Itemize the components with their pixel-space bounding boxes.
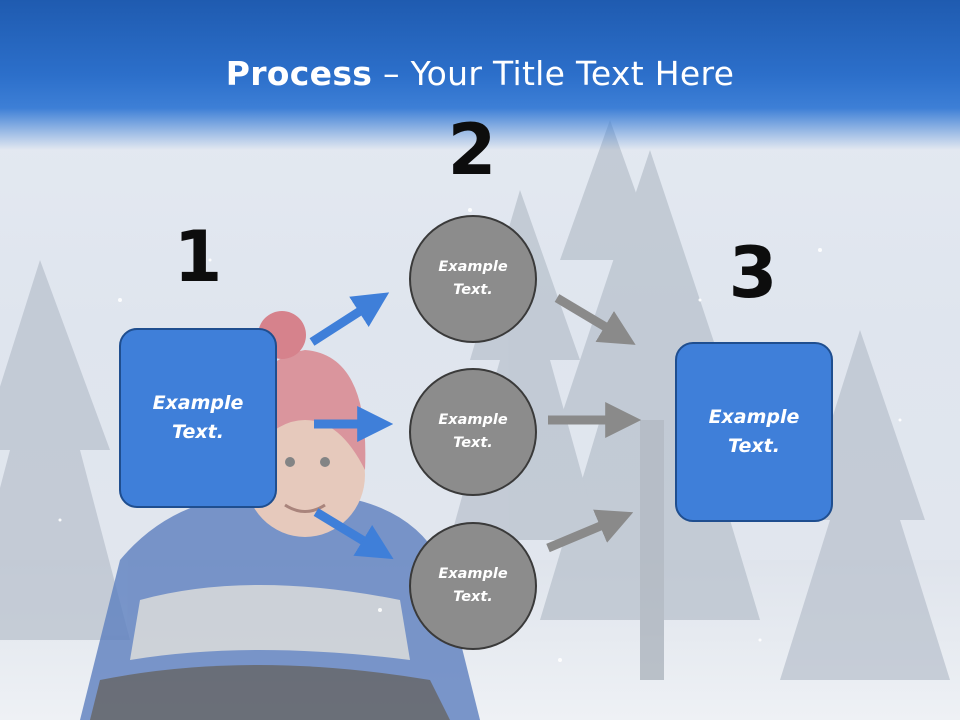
step-number-3: 3 — [728, 232, 778, 314]
step3-text: Example Text. — [708, 406, 800, 457]
step1-text: Example Text. — [152, 392, 244, 443]
slide-title-bold: Process — [225, 54, 373, 93]
step-number-1: 1 — [173, 216, 223, 298]
step3-box[interactable]: Example Text. — [675, 342, 833, 522]
step1-box[interactable]: Example Text. — [119, 328, 277, 508]
step2-circle-3[interactable]: Example Text. — [409, 522, 537, 650]
arrow-step1-to-item3 — [313, 508, 394, 560]
arrow-step1-to-item1 — [309, 292, 390, 346]
title-bar — [0, 0, 960, 150]
arrow-item1-to-step3 — [554, 294, 636, 345]
step-number-2: 2 — [447, 109, 497, 191]
step2-circle-3-text: Example Text. — [438, 566, 508, 605]
step2-circle-2[interactable]: Example Text. — [409, 368, 537, 496]
step2-circle-1-text: Example Text. — [438, 259, 508, 298]
slide-title-rest: – Your Title Text Here — [372, 54, 735, 93]
step2-circle-1[interactable]: Example Text. — [409, 215, 537, 343]
arrow-item3-to-step3 — [546, 509, 634, 553]
slide-title: Process – Your Title Text Here — [0, 52, 960, 96]
step2-circle-2-text: Example Text. — [438, 412, 508, 451]
